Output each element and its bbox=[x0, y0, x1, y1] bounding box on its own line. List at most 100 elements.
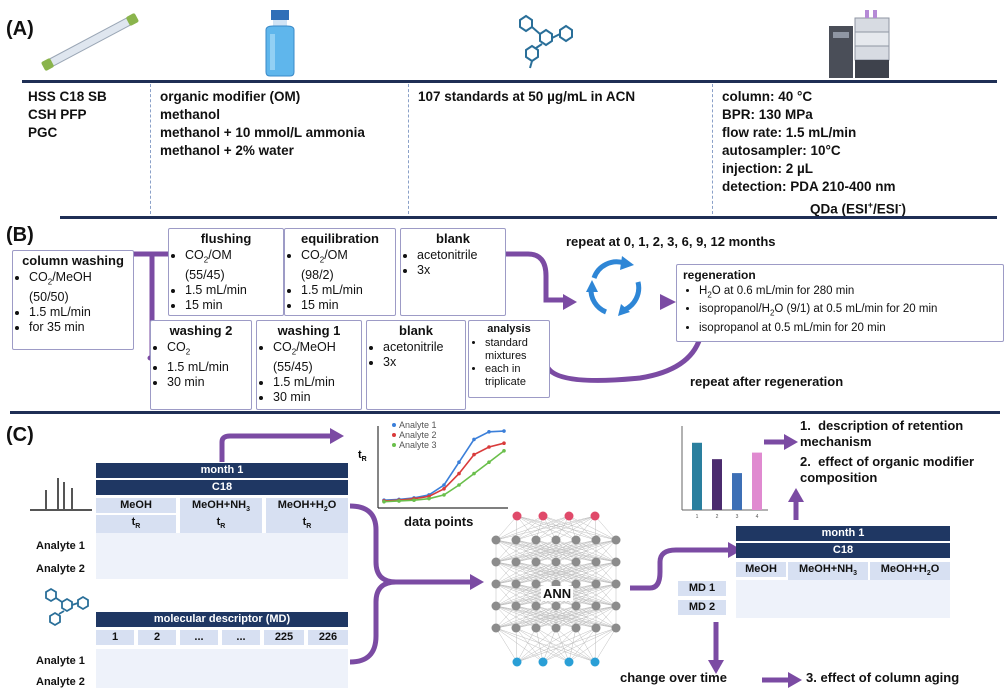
ann-edge bbox=[495, 627, 570, 663]
bar-tick-label: 3 bbox=[736, 514, 739, 520]
ann-node bbox=[531, 557, 541, 567]
ann-edge bbox=[515, 627, 518, 663]
ann-edge bbox=[575, 515, 596, 541]
ann-edge bbox=[495, 561, 557, 585]
column-name: HSS C18 SB bbox=[28, 89, 107, 104]
molecule-small-icon bbox=[45, 587, 89, 627]
instrument-conditions: column: 40 °C BPR: 130 MPa flow rate: 1.… bbox=[722, 88, 906, 219]
modifier-item: organic modifier (OM) bbox=[160, 89, 301, 104]
data-point bbox=[502, 429, 506, 433]
washing1-box: washing 1 CO2/MeOH(55/45) 1.5 mL/min 30 … bbox=[256, 320, 362, 410]
table3-col-nh3: MeOH+NH3 bbox=[788, 562, 868, 582]
ann-edge bbox=[542, 627, 597, 663]
ann-edge bbox=[515, 627, 544, 663]
table1-tr: tR bbox=[96, 515, 176, 535]
panel-c-separator bbox=[10, 411, 1000, 414]
ann-node bbox=[591, 623, 601, 633]
panel-a-label: (A) bbox=[6, 18, 34, 40]
ann-node bbox=[491, 535, 501, 545]
table2-col: ... bbox=[180, 630, 218, 645]
condition-item: autosampler: 10°C bbox=[722, 143, 841, 158]
data-point bbox=[487, 460, 491, 464]
divider bbox=[150, 84, 151, 214]
ann-edge bbox=[495, 583, 517, 607]
ann-edge bbox=[555, 627, 570, 663]
standards-text: 107 standards at 50 µg/mL in ACN bbox=[418, 89, 636, 104]
ann-node bbox=[571, 601, 581, 611]
ann-edge bbox=[495, 627, 596, 663]
ann-edge bbox=[542, 627, 617, 663]
ann-edge bbox=[515, 561, 617, 585]
table3-row-md2: MD 2 bbox=[678, 600, 726, 615]
data-point bbox=[487, 445, 491, 449]
ann-node bbox=[591, 601, 601, 611]
ann-node bbox=[551, 623, 561, 633]
data-point bbox=[502, 449, 506, 453]
ann-node bbox=[511, 623, 521, 633]
condition-item-qda: QDa (ESI+/ESI-) bbox=[810, 200, 907, 217]
ann-edge bbox=[542, 515, 597, 541]
bar bbox=[712, 459, 722, 510]
ann-edge bbox=[495, 539, 577, 563]
data-point bbox=[457, 471, 461, 476]
legend-marker bbox=[392, 423, 396, 427]
table1-row-label: Analyte 2 bbox=[36, 563, 85, 575]
ann-edge bbox=[495, 561, 597, 585]
ann-edge bbox=[542, 515, 617, 541]
ann-node bbox=[511, 579, 521, 589]
ann-edge bbox=[568, 627, 617, 663]
legend-marker bbox=[392, 433, 396, 437]
ann-node bbox=[511, 557, 521, 567]
ann-edge bbox=[516, 515, 597, 541]
table2-col: ... bbox=[222, 630, 260, 645]
table3-month-header: month 1 bbox=[736, 526, 950, 541]
ann-edge bbox=[555, 605, 617, 629]
ann-edge bbox=[515, 515, 596, 541]
repeat-months-label: repeat at 0, 1, 2, 3, 6, 9, 12 months bbox=[566, 234, 776, 249]
bar bbox=[692, 442, 702, 510]
panel-c-arrows bbox=[219, 428, 804, 688]
blank-bottom-box: blank acetonitrile 3x bbox=[366, 320, 466, 410]
data-point bbox=[457, 483, 461, 487]
ann-edge bbox=[595, 583, 617, 607]
ann-edge bbox=[542, 515, 577, 541]
ann-edge bbox=[495, 539, 537, 563]
table2-col: 226 bbox=[308, 630, 348, 645]
ann-node bbox=[591, 535, 601, 545]
ann-edge bbox=[594, 627, 597, 663]
ann-node bbox=[512, 511, 522, 521]
ann-edge bbox=[535, 627, 570, 663]
table3-col-meoh: MeOH bbox=[736, 562, 786, 577]
ann-node bbox=[531, 579, 541, 589]
column-name: CSH PFP bbox=[28, 107, 87, 122]
ann-edge bbox=[495, 515, 570, 541]
series-line bbox=[383, 442, 505, 502]
data-point bbox=[457, 460, 461, 464]
ann-node bbox=[538, 657, 548, 667]
ann-node bbox=[571, 557, 581, 567]
ann-edge bbox=[495, 561, 537, 585]
change-over-time-label: change over time bbox=[620, 670, 727, 685]
ann-edge bbox=[575, 583, 617, 607]
ann-node bbox=[512, 657, 522, 667]
condition-item: column: 40 °C bbox=[722, 89, 813, 104]
ann-node bbox=[564, 511, 574, 521]
legend-marker bbox=[392, 443, 396, 447]
ann-node bbox=[551, 601, 561, 611]
column-icon bbox=[41, 13, 139, 71]
legend-entry: Analyte 2 bbox=[399, 430, 437, 440]
instrument-icon bbox=[829, 10, 890, 78]
table1-month-header: month 1 bbox=[96, 463, 348, 478]
ann-edge bbox=[495, 627, 518, 663]
ann-node bbox=[571, 579, 581, 589]
ann-edge bbox=[516, 627, 617, 663]
table1-row-label: Analyte 1 bbox=[36, 540, 85, 552]
stationary-phases: HSS C18 SB CSH PFP PGC bbox=[28, 88, 107, 142]
ann-edge bbox=[555, 583, 617, 607]
ann-edge bbox=[495, 605, 557, 629]
ann-node bbox=[591, 579, 601, 589]
organic-modifiers: organic modifier (OM) methanol methanol … bbox=[160, 88, 365, 160]
ann-edge bbox=[495, 605, 597, 629]
data-point bbox=[472, 471, 476, 476]
